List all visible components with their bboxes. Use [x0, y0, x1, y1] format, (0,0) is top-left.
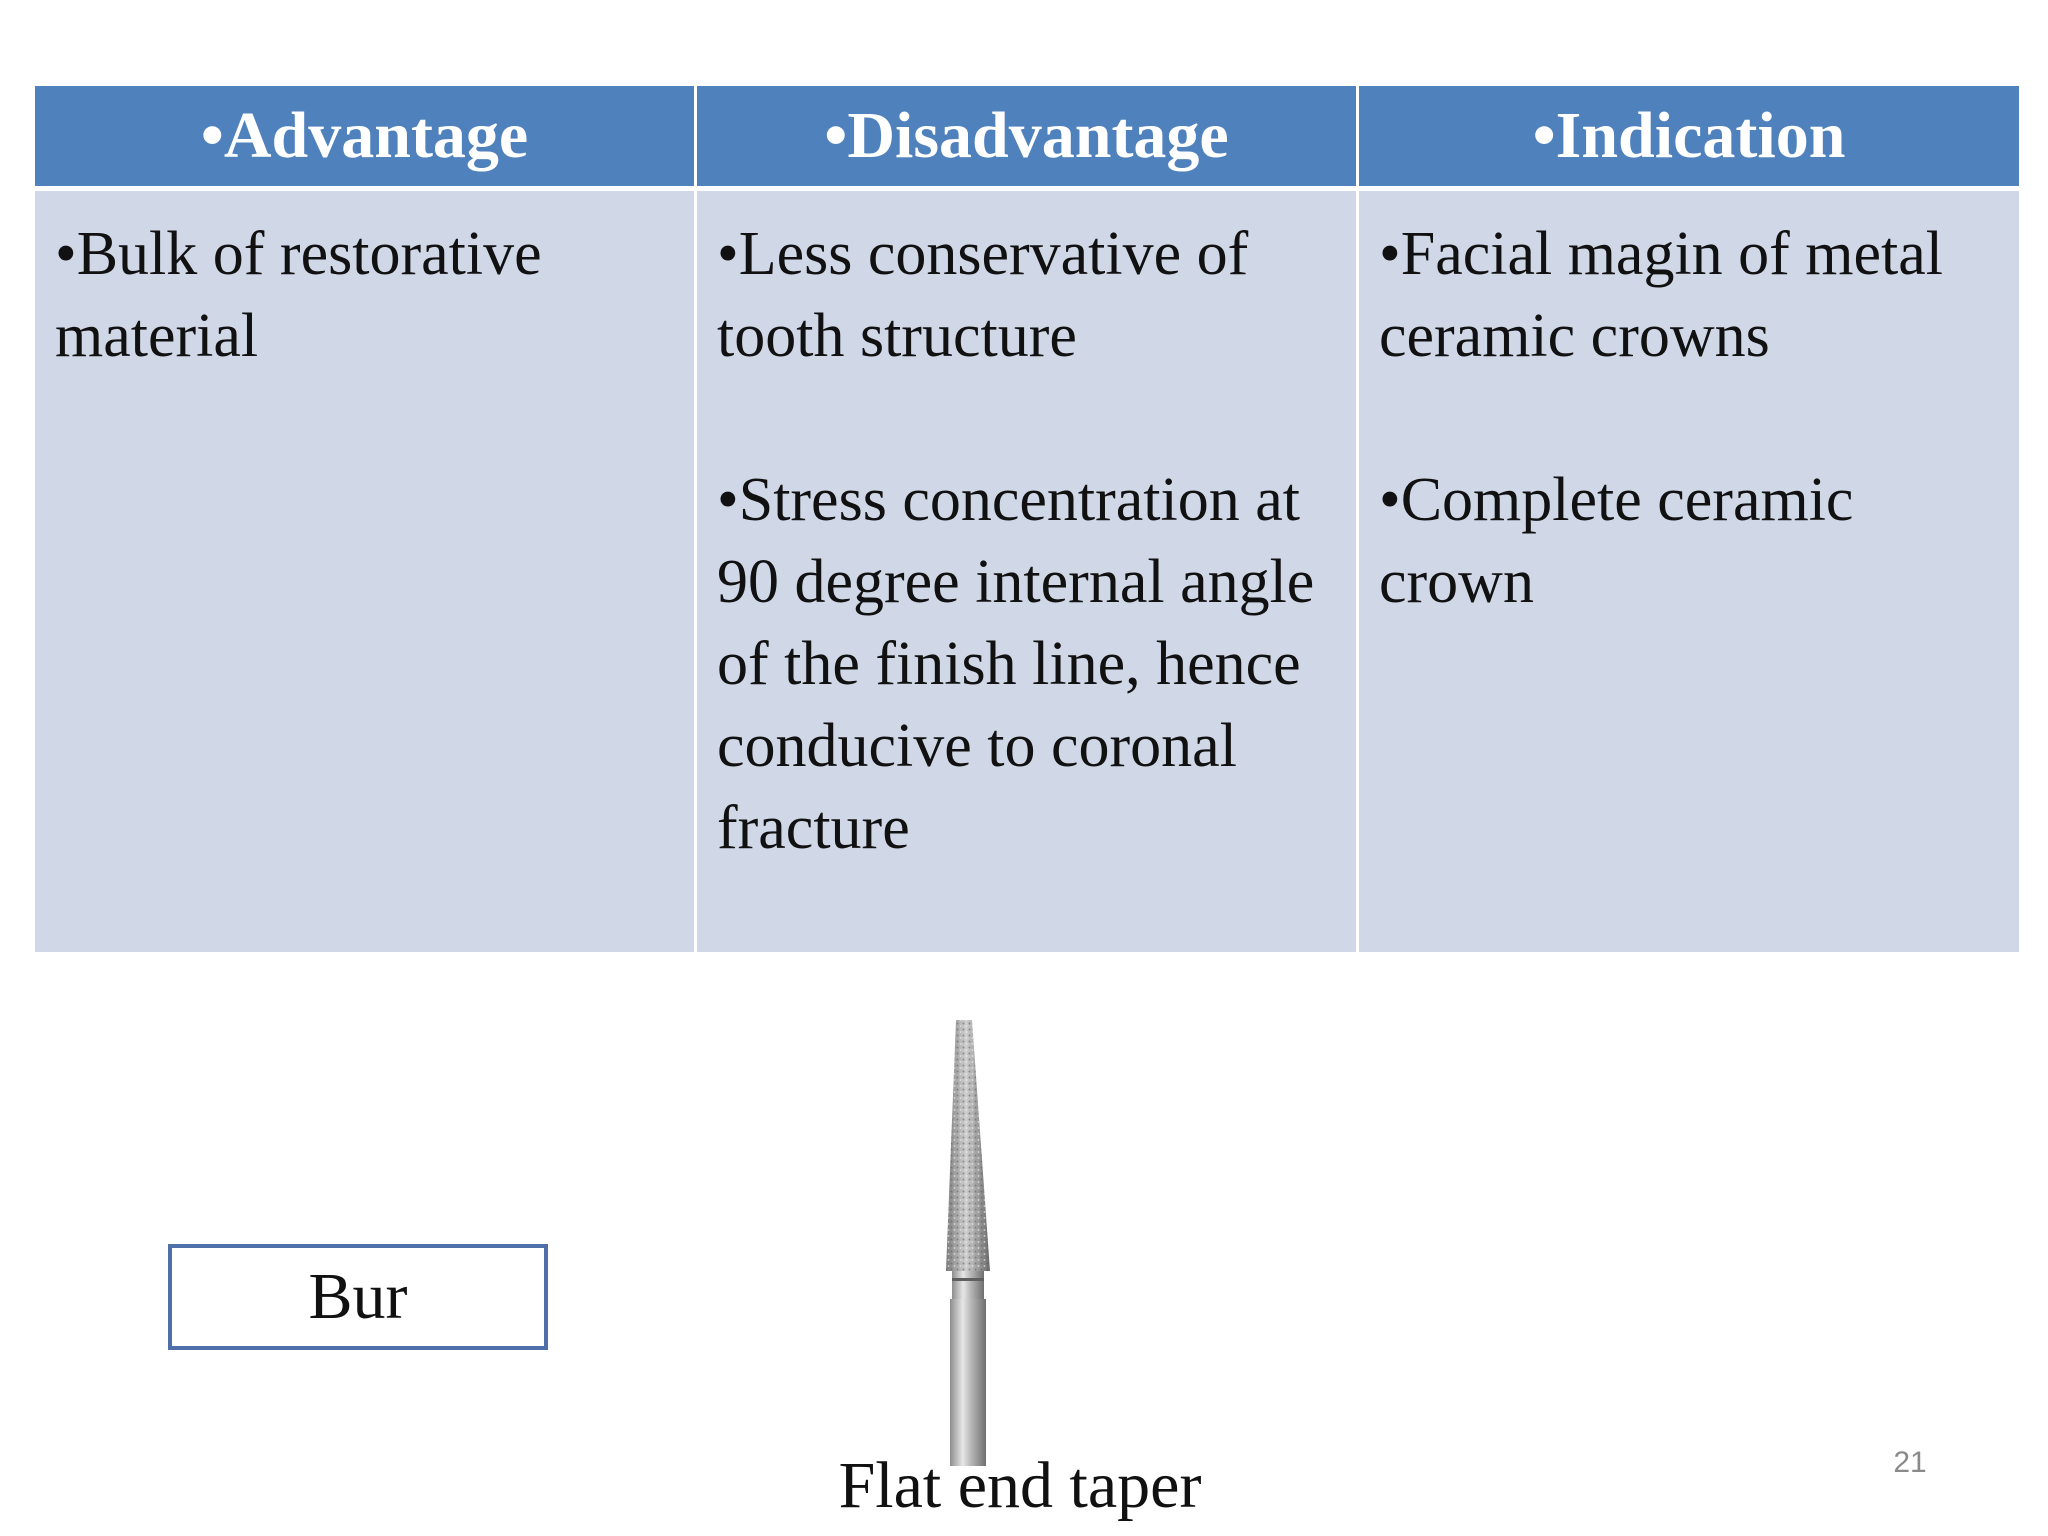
cell-advantage: •Bulk of restorative material	[35, 191, 694, 952]
indication-item: •Facial magin of metal ceramic crowns	[1379, 220, 1944, 370]
advantage-item: •Bulk of restorative material	[55, 220, 542, 370]
bur-label-box: Bur	[168, 1244, 548, 1350]
header-indication: •Indication	[1359, 86, 2019, 186]
header-disadvantage: •Disadvantage	[697, 86, 1356, 186]
indication-item: •Complete ceramic crown	[1379, 466, 1854, 616]
disadvantage-item: •Less conservative of tooth structure	[717, 220, 1249, 370]
figure-caption: Flat end taper	[838, 1449, 1202, 1522]
cell-indication: •Facial magin of metal ceramic crowns •C…	[1359, 191, 2019, 952]
cell-disadvantage: •Less conservative of tooth structure •S…	[697, 191, 1356, 952]
page-number: 21	[1893, 1446, 1927, 1479]
comparison-table: •Advantage •Disadvantage •Indication •Bu…	[35, 86, 2019, 952]
disadvantage-item: •Stress concentration at 90 degree inter…	[717, 466, 1315, 862]
header-advantage: •Advantage	[35, 86, 694, 186]
dental-bur-icon	[946, 1020, 990, 1466]
